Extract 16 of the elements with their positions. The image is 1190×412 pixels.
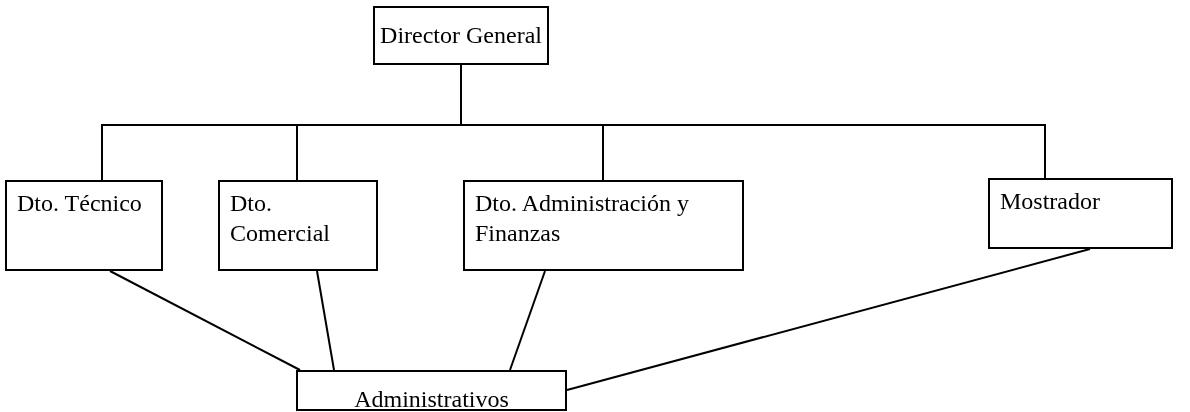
department-box xyxy=(463,180,744,271)
node-label: Dto. Técnico xyxy=(17,190,142,216)
director-box xyxy=(373,6,549,65)
department-box xyxy=(988,178,1173,249)
connector-line xyxy=(109,270,301,371)
department-box xyxy=(296,370,567,411)
connector-line xyxy=(509,270,546,371)
node-label: Mostrador xyxy=(1000,188,1100,214)
department-box xyxy=(5,180,163,271)
node-label: Dto. Comercial xyxy=(230,190,330,246)
connector-line xyxy=(566,248,1091,391)
connector-line xyxy=(316,270,335,371)
department-box xyxy=(218,180,378,271)
node-label: Director General xyxy=(380,22,542,48)
node-label: Dto. Administración y Finanzas xyxy=(475,190,689,246)
node-label: Administrativos xyxy=(354,386,509,412)
